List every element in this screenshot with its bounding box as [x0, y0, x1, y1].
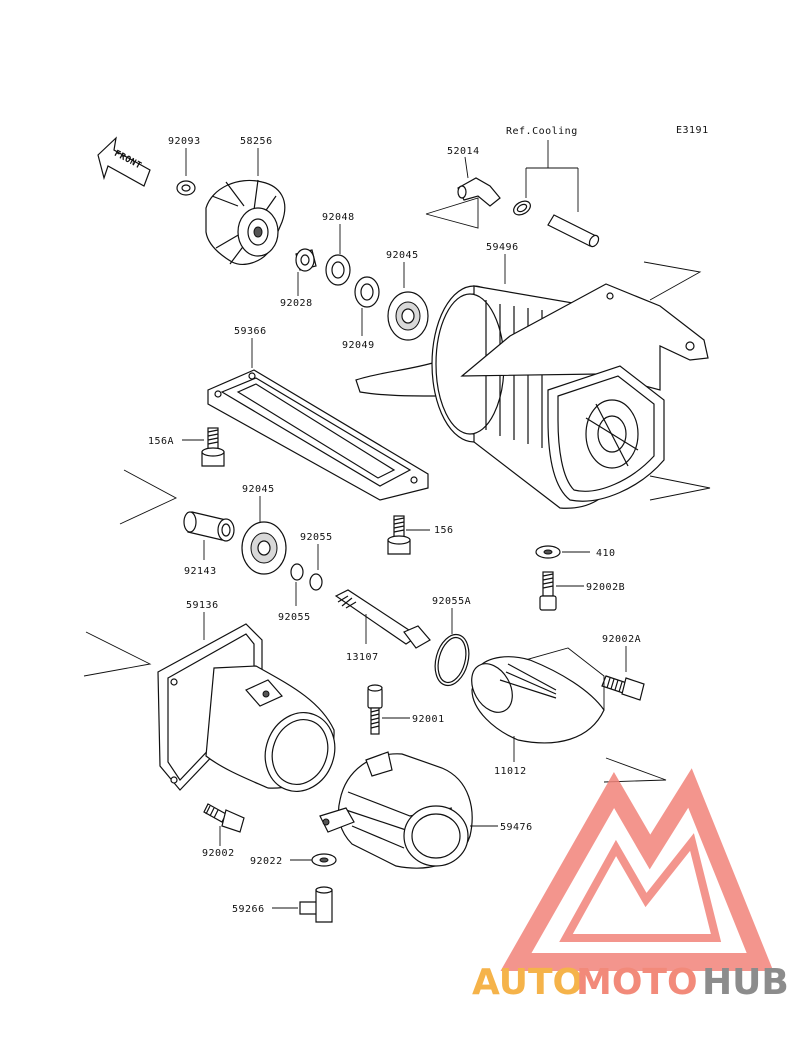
- label-59496: 59496: [486, 242, 519, 253]
- label-52014: 52014: [447, 146, 480, 157]
- bolt-92002-icon: [203, 803, 245, 833]
- ride-plate-icon: [207, 369, 429, 501]
- label-92055-bottom: 92055: [278, 612, 311, 623]
- fitting-59266-icon: [299, 886, 333, 923]
- bolt-156A-icon: [201, 427, 225, 467]
- label-92045-top: 92045: [386, 250, 419, 261]
- spacer-92028-icon: [295, 248, 317, 272]
- oring-92055-right-icon: [309, 573, 323, 591]
- label-13107: 13107: [346, 652, 379, 663]
- seal-92048-icon: [325, 254, 351, 286]
- label-59366: 59366: [234, 326, 267, 337]
- label-156A: 156A: [148, 436, 174, 447]
- bearing-92045-lower-icon: [241, 521, 287, 575]
- label-92001: 92001: [412, 714, 445, 725]
- label-59136: 59136: [186, 600, 219, 611]
- ref-cooling-leaders: [525, 140, 579, 212]
- nozzle-housing-59136-icon: [157, 623, 336, 792]
- bolt-92001-icon: [367, 684, 383, 735]
- watermark-hub: HUB: [702, 962, 789, 1003]
- label-92022: 92022: [250, 856, 283, 867]
- pump-housing-icon: [355, 283, 709, 509]
- oring-92055-left-icon: [290, 563, 304, 581]
- label-410: 410: [596, 548, 616, 559]
- washer-92022-icon: [311, 853, 337, 867]
- label-59476: 59476: [500, 822, 533, 833]
- bolt-92002B-icon: [539, 571, 557, 611]
- label-11012: 11012: [494, 766, 527, 777]
- label-92049: 92049: [342, 340, 375, 351]
- ref-cooling-label: Ref.Cooling: [506, 126, 578, 137]
- seal-92049-icon: [354, 276, 380, 308]
- elbow-fitting-icon: [457, 177, 501, 207]
- label-92002: 92002: [202, 848, 235, 859]
- cone-11012-icon: [471, 656, 605, 744]
- label-92048: 92048: [322, 212, 355, 223]
- bolt-156-icon: [387, 515, 411, 555]
- label-92055A: 92055A: [432, 596, 471, 607]
- label-92002B: 92002B: [586, 582, 625, 593]
- steering-nozzle-59476-icon: [319, 751, 473, 869]
- watermark-logo-icon: [500, 768, 774, 971]
- label-58256: 58256: [240, 136, 273, 147]
- washer-410-icon: [535, 545, 561, 559]
- impeller-icon: [205, 179, 286, 265]
- shaft-13107-icon: [334, 589, 431, 649]
- front-arrow-icon: FRONT: [97, 136, 151, 187]
- label-92028: 92028: [280, 298, 313, 309]
- label-92143: 92143: [184, 566, 217, 577]
- diagram-code: E3191: [676, 125, 709, 136]
- watermark-auto: AUTO: [472, 962, 583, 1003]
- watermark-moto: MOTO: [576, 962, 698, 1003]
- label-92055-top: 92055: [300, 532, 333, 543]
- label-59266: 59266: [232, 904, 265, 915]
- bushing-92143-icon: [183, 511, 235, 542]
- label-92002A: 92002A: [602, 634, 641, 645]
- label-92045-lower: 92045: [242, 484, 275, 495]
- cooling-hose-icon: [547, 214, 600, 248]
- bolt-92002A-icon: [601, 675, 645, 701]
- oring-92055A-icon: [434, 633, 470, 687]
- nut-92093-icon: [176, 180, 196, 196]
- bearing-92045-top-icon: [387, 291, 429, 341]
- label-156: 156: [434, 525, 454, 536]
- label-92093: 92093: [168, 136, 201, 147]
- hose-clamp-icon: [513, 200, 531, 216]
- watermark-text: AUTO MOTO HUB: [472, 962, 789, 1003]
